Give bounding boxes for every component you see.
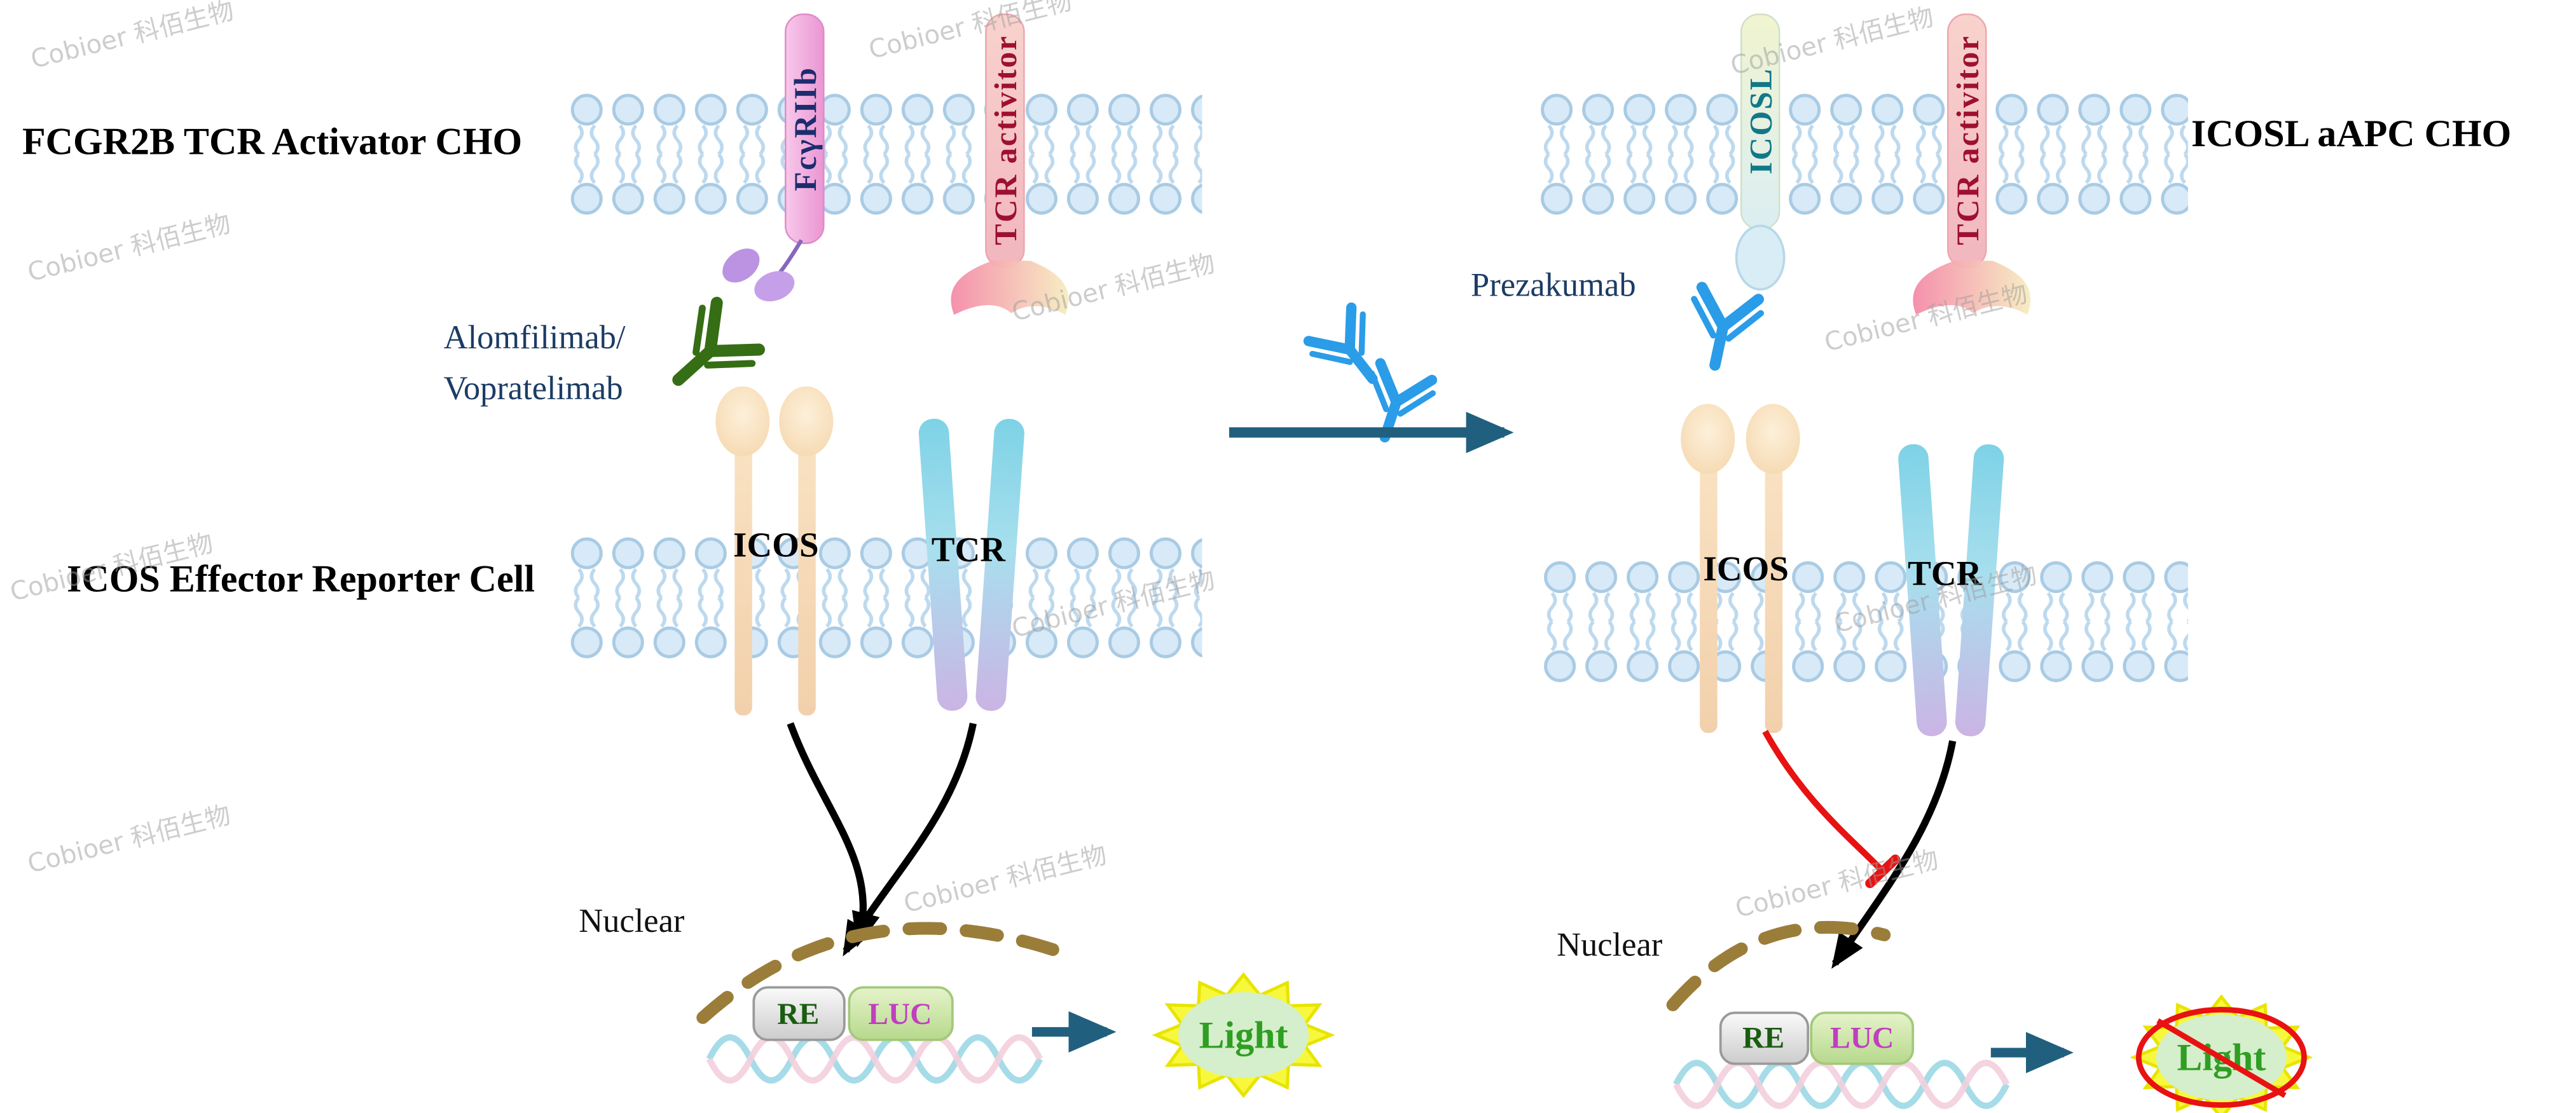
dna-helix-left <box>709 1037 1040 1081</box>
membrane-left-bottom <box>566 535 1202 660</box>
tcr-signal-arrow-left <box>843 723 977 957</box>
tcr-receptor-left <box>918 418 1024 711</box>
luc-box-right: LUC <box>1810 1011 1915 1065</box>
prezakumab-label: Prezakumab <box>1471 266 1636 303</box>
nuclear-label-left: Nuclear <box>579 903 685 939</box>
nuclear-envelope-left <box>696 922 1082 1024</box>
fcgr2b-protein <box>722 13 825 302</box>
light-burst-left: Light <box>1156 974 1331 1095</box>
tcr-activator-label-left: TCR activitor <box>988 35 1023 245</box>
membrane-right-bottom <box>1539 559 2188 684</box>
icos-signal-arrow-left <box>787 722 880 948</box>
icos-receptor-left <box>715 386 834 716</box>
tcr-label-right: TCR <box>1908 554 1982 593</box>
re-label-right: RE <box>1742 1021 1784 1055</box>
icosl-head <box>1735 224 1786 291</box>
membrane-right-top <box>1536 92 2188 217</box>
alomfilimab-label: Alomfilimab/ <box>444 319 626 356</box>
icos-receptor-right <box>1681 404 1800 734</box>
tcr-receptor-right <box>1898 444 2004 737</box>
icosl-protein <box>1735 13 1786 291</box>
vopratelimab-label: Vopratelimab <box>444 370 623 407</box>
tcr-activator-protein-left <box>951 13 1069 315</box>
light-burst-right: Light <box>2134 997 2309 1113</box>
re-label-left: RE <box>777 998 819 1031</box>
re-box-right: RE <box>1719 1011 1810 1065</box>
nuclear-envelope-right <box>1666 920 1891 1011</box>
icos-label-left: ICOS <box>733 525 819 564</box>
icos-inhibition-line-right <box>1762 730 1901 889</box>
luc-label-right: LUC <box>1830 1021 1894 1055</box>
watermark: Cobioer 科佰生物 <box>901 840 1110 919</box>
luc-box-left: LUC <box>848 986 954 1041</box>
tcr-label-left: TCR <box>932 530 1006 569</box>
no-light-prohibition-icon <box>2135 1007 2307 1108</box>
watermark: Cobioer 科佰生物 <box>1732 845 1941 924</box>
watermark: Cobioer 科佰生物 <box>28 0 237 74</box>
fcgr2b-domain-2 <box>754 271 795 302</box>
luc-label-left: LUC <box>868 998 932 1031</box>
nuclear-label-right: Nuclear <box>1557 926 1663 963</box>
watermark: Cobioer 科佰生物 <box>25 800 234 879</box>
dna-helix-right <box>1676 1063 2007 1106</box>
left-cell-title: FCGR2B TCR Activator CHO <box>22 121 522 163</box>
effector-cell-title: ICOS Effector Reporter Cell <box>67 558 535 600</box>
icos-label-right: ICOS <box>1703 549 1789 588</box>
icosl-label: ICOSL <box>1743 67 1779 174</box>
right-cell-title: ICOSL aAPC CHO <box>2191 113 2511 154</box>
watermark: Cobioer 科佰生物 <box>25 209 234 288</box>
fcgr2b-domain-1 <box>722 248 760 283</box>
tcr-activator-protein-right <box>1913 13 2031 315</box>
re-box-left: RE <box>752 986 846 1041</box>
watermark: Cobioer 科佰生物 <box>866 0 1075 65</box>
membrane-left-top <box>566 92 1202 217</box>
prezakumab-antibody-icon <box>1681 286 1763 372</box>
tcr-activator-label-right: TCR activitor <box>1950 35 1985 245</box>
fcgr2b-label: FcγRIIb <box>787 66 823 191</box>
light-label-left: Light <box>1199 1014 1288 1056</box>
